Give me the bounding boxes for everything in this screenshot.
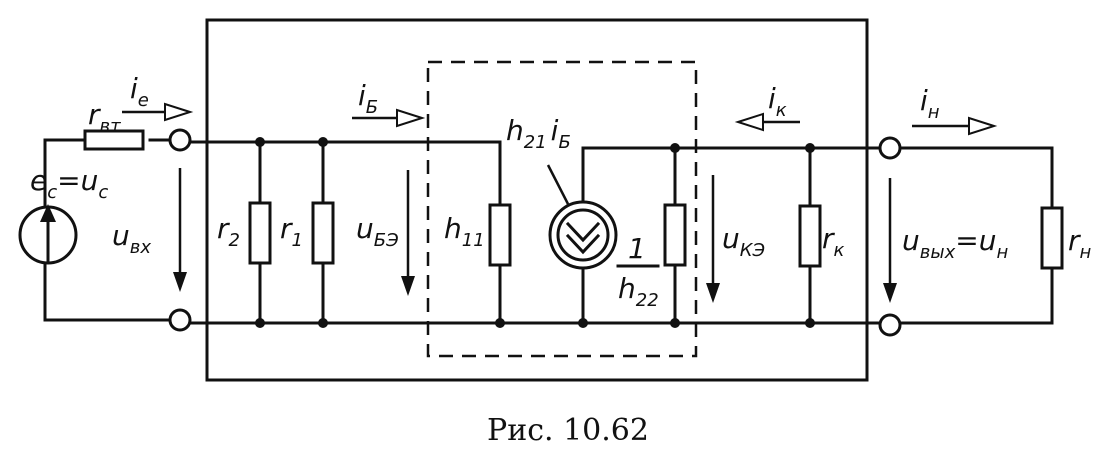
label-h11: h11 bbox=[444, 212, 485, 251]
label-r-n: rн bbox=[1068, 224, 1092, 263]
junction-dot bbox=[670, 143, 680, 153]
rk-resistor bbox=[798, 204, 822, 268]
label-r2: r2 bbox=[217, 212, 240, 251]
junction-dot bbox=[255, 137, 265, 147]
label-h22-num: 1 bbox=[628, 232, 646, 265]
label-r1: r1 bbox=[280, 212, 303, 251]
r2-resistor bbox=[248, 201, 272, 265]
junction-dot bbox=[255, 318, 265, 328]
controlled-current-source-inner bbox=[556, 208, 610, 262]
label-u-vyx: uвых=uн bbox=[902, 224, 1008, 263]
arrow-u-ke bbox=[706, 175, 720, 303]
junction-dot bbox=[670, 318, 680, 328]
arrow-u-be bbox=[401, 170, 415, 296]
source-arrow-head bbox=[40, 204, 56, 222]
arrow-u-vyx bbox=[883, 178, 897, 303]
input-terminal-top bbox=[168, 128, 192, 152]
h21-leader-line bbox=[546, 164, 570, 205]
junction-dot bbox=[805, 143, 815, 153]
output-terminal-bottom bbox=[878, 313, 902, 337]
label-e-c: ec=uc bbox=[30, 164, 108, 203]
label-i-e: ie bbox=[130, 72, 149, 111]
label-u-be: uБЭ bbox=[356, 212, 399, 251]
r-vt-resistor bbox=[83, 129, 145, 151]
arrow-u-vx bbox=[173, 168, 187, 292]
label-i-n: iн bbox=[920, 84, 940, 123]
two-port-box bbox=[205, 18, 869, 382]
junction-dot bbox=[318, 318, 328, 328]
h11-resistor bbox=[488, 203, 512, 267]
label-r-k: rк bbox=[822, 222, 845, 261]
arrow-i-b bbox=[352, 108, 426, 128]
arrow-i-n bbox=[912, 116, 998, 136]
junction-dot bbox=[805, 318, 815, 328]
junction-dot bbox=[578, 318, 588, 328]
arrow-i-e bbox=[122, 102, 194, 122]
r1-resistor bbox=[311, 201, 335, 265]
label-u-vx: uвх bbox=[112, 219, 151, 258]
figure-caption: Рис. 10.62 bbox=[487, 413, 649, 448]
ccs-chevron-1 bbox=[565, 221, 601, 243]
junction-dot bbox=[318, 137, 328, 147]
junction-dot bbox=[495, 318, 505, 328]
rn-resistor bbox=[1040, 206, 1064, 270]
label-h22-den: h22 bbox=[618, 272, 659, 311]
transistor-dashed-box bbox=[426, 60, 698, 358]
label-r-vt: rвт bbox=[88, 98, 121, 137]
label-u-ke: uКЭ bbox=[722, 222, 766, 261]
input-terminal-bottom bbox=[168, 308, 192, 332]
h22-resistor bbox=[663, 203, 687, 267]
arrow-i-k bbox=[734, 112, 800, 132]
label-i-k: iк bbox=[768, 82, 787, 121]
ccs-chevron-2 bbox=[565, 233, 601, 255]
output-terminal-top bbox=[878, 136, 902, 160]
label-i-b: iБ bbox=[358, 79, 378, 118]
